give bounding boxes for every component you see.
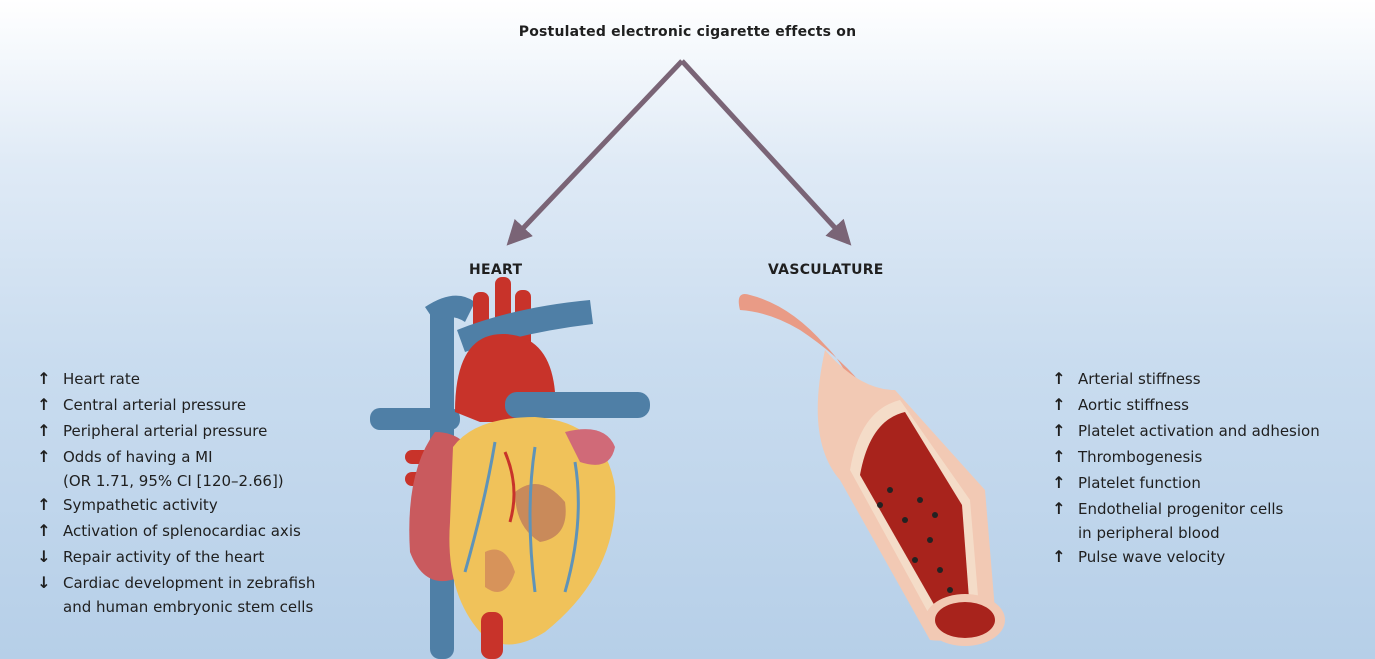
vasculature-label: VASCULATURE (768, 262, 884, 278)
arrow-up-icon: ↑ (1051, 366, 1067, 392)
heart-effect-item: ↑ Heart rate (36, 366, 315, 392)
vasculature-effect-item: ↑ Pulse wave velocity (1051, 544, 1320, 570)
branch-arrows (0, 0, 1375, 300)
arrow-up-icon: ↑ (36, 366, 52, 392)
heart-effect-item: ↑ Sympathetic activity (36, 492, 315, 518)
arrow-down-icon: ↓ (36, 544, 52, 570)
vasculature-effect-item: ↑ Arterial stiffness (1051, 366, 1320, 392)
arrow-up-icon: ↑ (36, 518, 52, 544)
vasculature-effect-text: in peripheral blood (1078, 522, 1320, 544)
arrow-up-icon: ↑ (1051, 470, 1067, 496)
arrow-to-heart (510, 61, 682, 242)
heart-effect-text: Cardiac development in zebrafish (63, 570, 315, 596)
arrow-up-icon: ↑ (1051, 444, 1067, 470)
arrow-up-icon: ↑ (1051, 496, 1067, 522)
vessel-illustration (730, 290, 1020, 659)
vasculature-effect-text: Platelet activation and adhesion (1078, 418, 1320, 444)
heart-effect-item: ↓ Repair activity of the heart (36, 544, 315, 570)
vasculature-effect-text: Aortic stiffness (1078, 392, 1320, 418)
arrow-up-icon: ↑ (1051, 418, 1067, 444)
vasculature-effect-item: ↑ Platelet function (1051, 470, 1320, 496)
arrow-down-icon: ↓ (36, 570, 52, 596)
vasculature-effect-item: ↑ Platelet activation and adhesion (1051, 418, 1320, 444)
heart-effect-text: Activation of splenocardiac axis (63, 518, 315, 544)
arrow-up-icon: ↑ (36, 492, 52, 518)
vasculature-effect-text: Platelet function (1078, 470, 1320, 496)
arrow-to-vasculature (682, 61, 848, 242)
heart-effect-text: and human embryonic stem cells (63, 596, 315, 618)
heart-effects-list: ↑ Heart rate ↑ Central arterial pressure ↑ Pe… (36, 366, 315, 618)
arrow-up-icon: ↑ (1051, 392, 1067, 418)
vasculature-effect-text: Thrombogenesis (1078, 444, 1320, 470)
vasculature-effect-text: Arterial stiffness (1078, 366, 1320, 392)
heart-effect-text: Odds of having a MI (63, 444, 315, 470)
arrow-up-icon: ↑ (36, 444, 52, 470)
vasculature-effect-text: Endothelial progenitor cells (1078, 496, 1320, 522)
heart-effect-text: Heart rate (63, 366, 315, 392)
heart-effect-item: ↑ Activation of splenocardiac axis (36, 518, 315, 544)
vasculature-effect-item: ↑ Thrombogenesis (1051, 444, 1320, 470)
arrow-up-icon: ↑ (1051, 544, 1067, 570)
heart-effect-item: ↑ Central arterial pressure (36, 392, 315, 418)
heart-effect-text: Peripheral arterial pressure (63, 418, 315, 444)
vasculature-effect-item: ↑ Aortic stiffness (1051, 392, 1320, 418)
arrow-up-icon: ↑ (36, 418, 52, 444)
vasculature-effect-text: Pulse wave velocity (1078, 544, 1320, 570)
heart-illustration (365, 272, 655, 659)
arrow-up-icon: ↑ (36, 392, 52, 418)
vasculature-effects-list: ↑ Arterial stiffness ↑ Aortic stiffness ↑ Pla… (1051, 366, 1320, 570)
heart-effect-text: Repair activity of the heart (63, 544, 315, 570)
heart-effect-text: (OR 1.71, 95% CI [120–2.66]) (63, 470, 315, 492)
heart-effect-item: ↑ Odds of having a MI(OR 1.71, 95% CI [12… (36, 444, 315, 492)
heart-effect-item: ↑ Peripheral arterial pressure (36, 418, 315, 444)
heart-effect-text: Sympathetic activity (63, 492, 315, 518)
heart-effect-text: Central arterial pressure (63, 392, 315, 418)
